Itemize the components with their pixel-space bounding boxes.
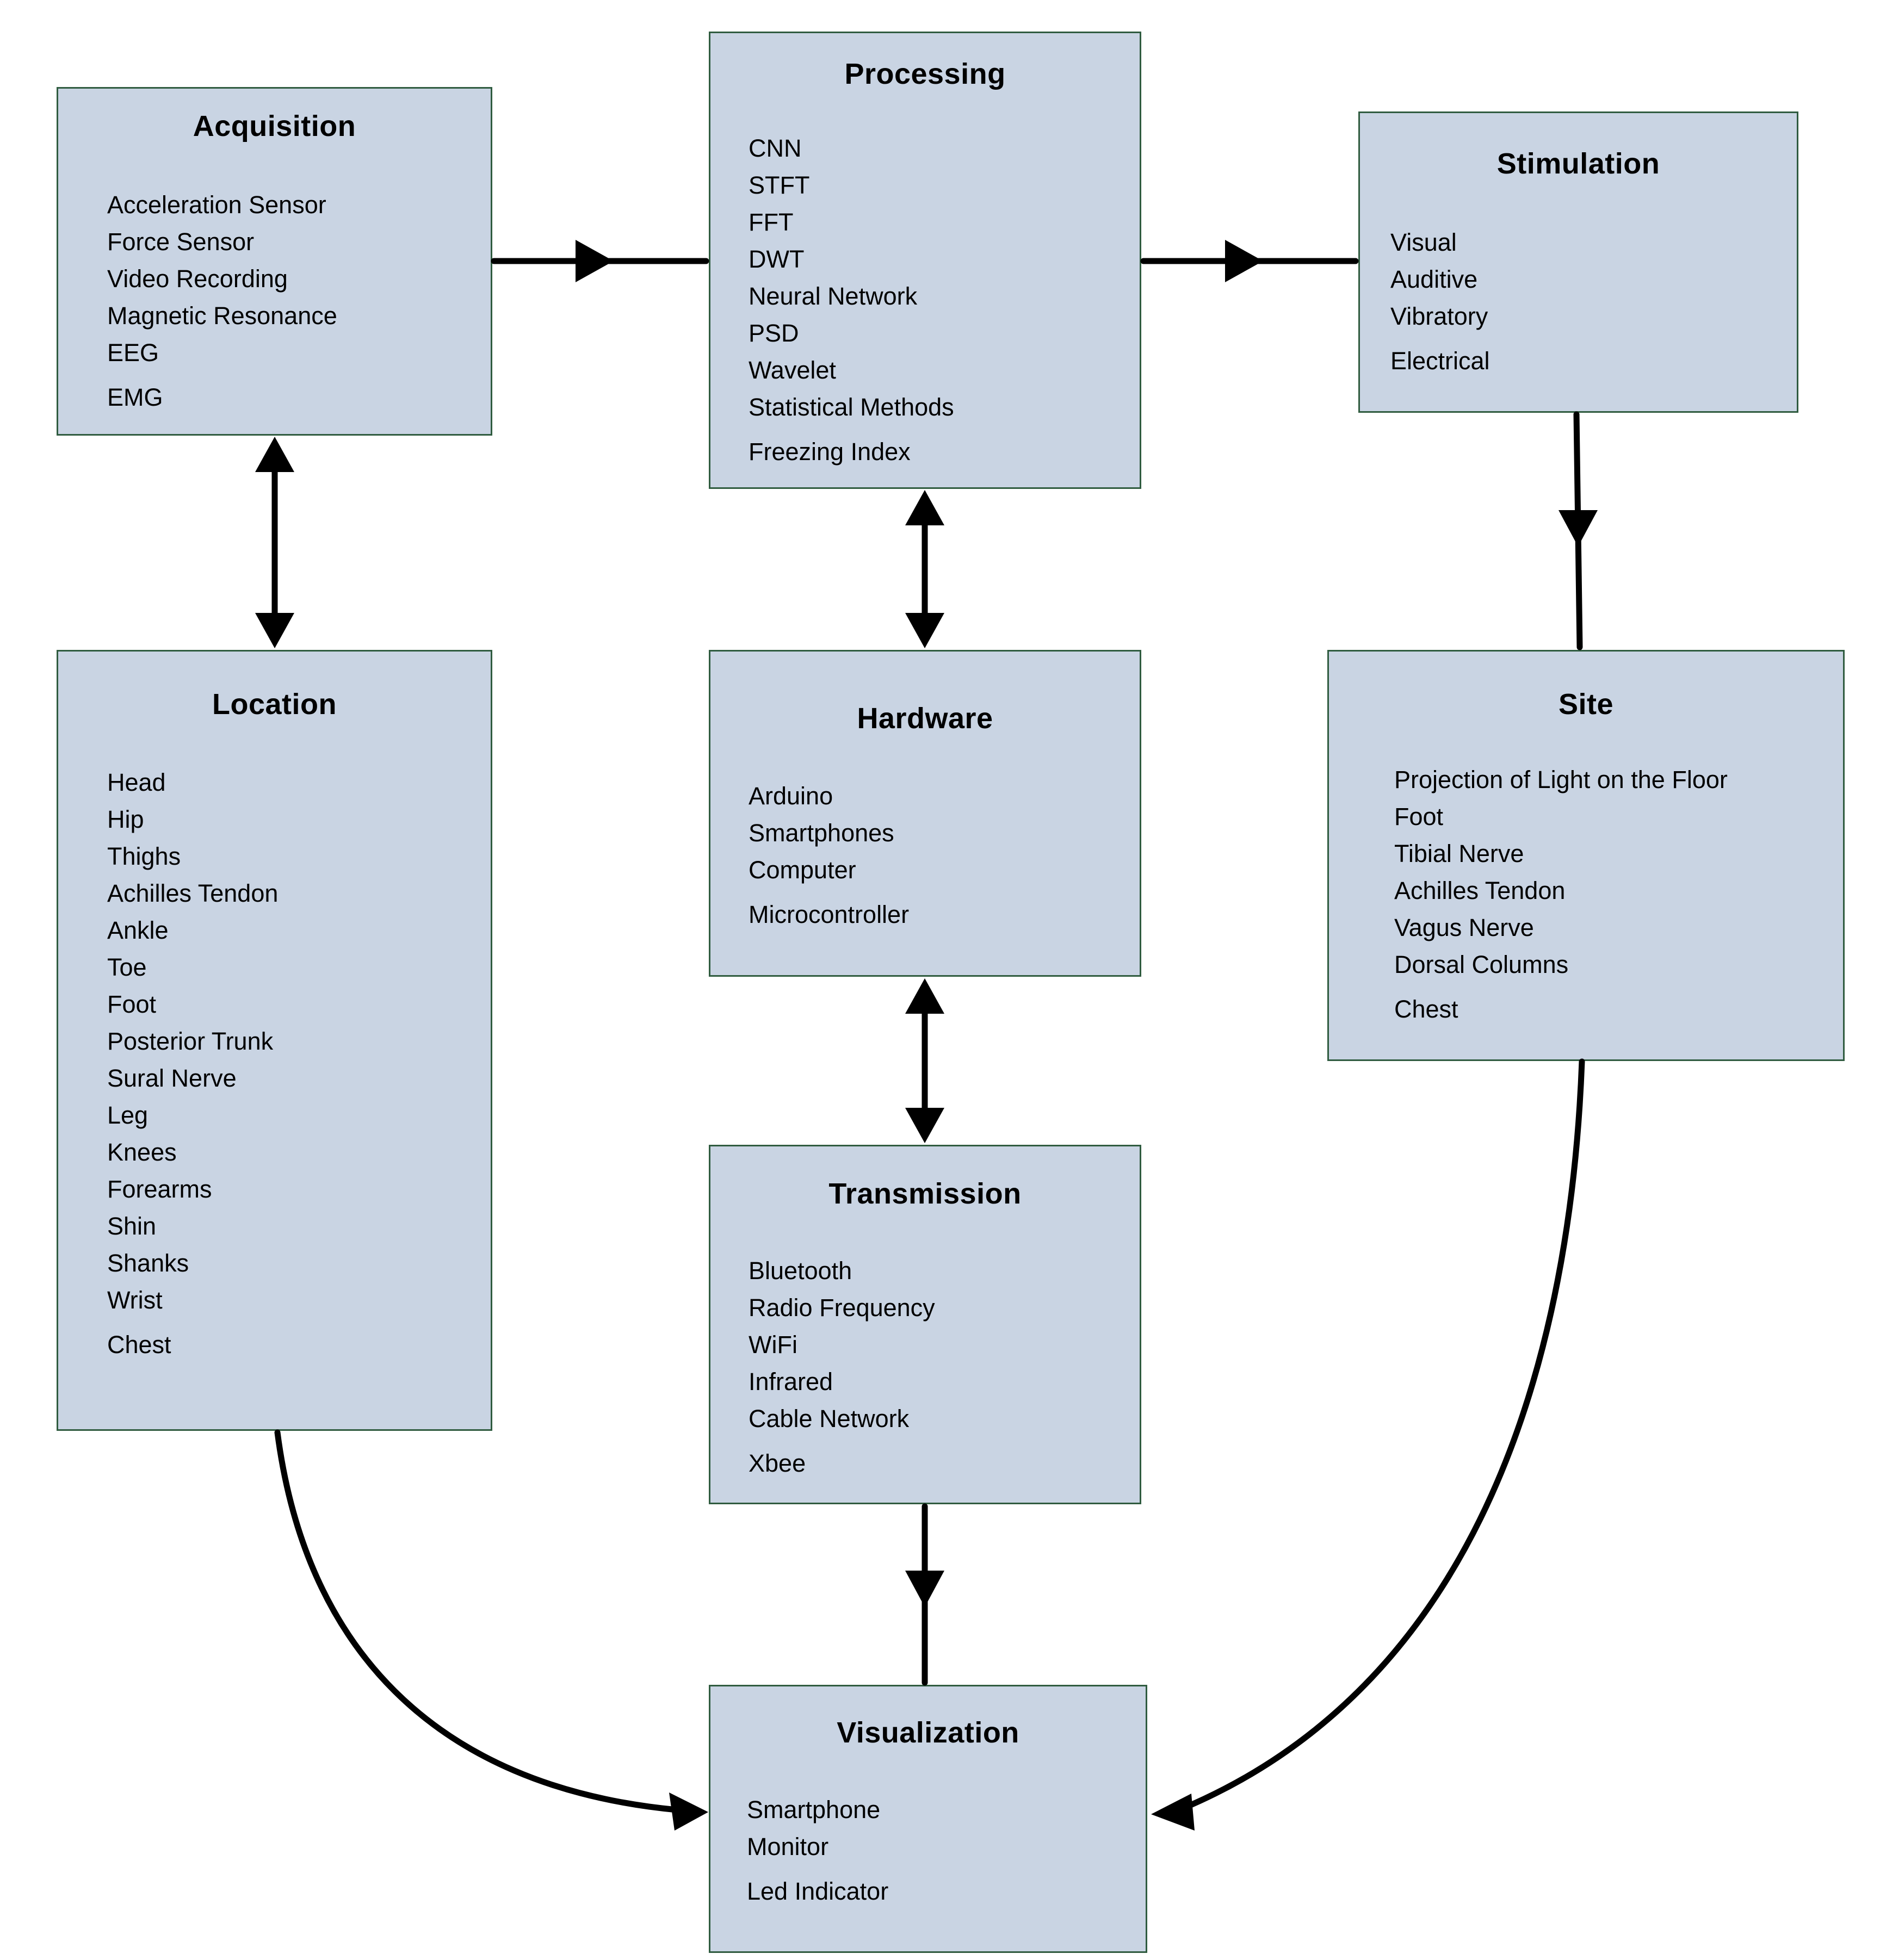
- list-item: Sural Nerve: [107, 1064, 237, 1092]
- list-item: Chest: [1394, 995, 1458, 1023]
- arrow-acquisition-location-twoway: [255, 437, 294, 648]
- list-item: Auditive: [1390, 265, 1478, 293]
- list-item: Projection of Light on the Floor: [1394, 766, 1728, 793]
- processing-title: Processing: [844, 58, 1006, 90]
- arrow-processing-hardware-twoway: [905, 490, 944, 648]
- site-title: Site: [1558, 688, 1614, 721]
- list-item: Electrical: [1390, 347, 1490, 375]
- list-item: Dorsal Columns: [1394, 951, 1569, 978]
- visualization-title: Visualization: [837, 1716, 1019, 1749]
- list-item: Foot: [1394, 803, 1444, 830]
- arrow-transmission-to-visualization: [905, 1503, 944, 1686]
- list-item: Infrared: [749, 1368, 833, 1395]
- list-item: Radio Frequency: [749, 1294, 935, 1322]
- list-item: Cable Network: [749, 1405, 910, 1432]
- list-item: Smartphones: [749, 819, 894, 847]
- list-item: Freezing Index: [749, 438, 911, 466]
- list-item: Force Sensor: [107, 228, 255, 256]
- list-item: STFT: [749, 171, 810, 199]
- transmission-title: Transmission: [828, 1177, 1022, 1210]
- list-item: Magnetic Resonance: [107, 302, 337, 330]
- list-item: WiFi: [749, 1331, 797, 1359]
- list-item: EEG: [107, 339, 159, 367]
- list-item: Knees: [107, 1138, 177, 1166]
- list-item: EMG: [107, 383, 163, 411]
- list-item: Computer: [749, 856, 856, 884]
- list-item: Led Indicator: [747, 1877, 889, 1905]
- stimulation-title: Stimulation: [1496, 147, 1660, 180]
- arrow-site-to-visualization-curve: [1151, 1058, 1585, 1831]
- arrow-hardware-transmission-twoway: [905, 978, 944, 1143]
- list-item: Shin: [107, 1212, 157, 1240]
- list-item: Chest: [107, 1331, 171, 1359]
- list-item: Vagus Nerve: [1394, 914, 1534, 941]
- list-item: Foot: [107, 990, 157, 1018]
- list-item: Achilles Tendon: [107, 879, 279, 907]
- list-item: Hip: [107, 805, 144, 833]
- list-item: Statistical Methods: [749, 393, 954, 421]
- list-item: Video Recording: [107, 265, 288, 293]
- location-title: Location: [212, 688, 337, 721]
- list-item: DWT: [749, 245, 805, 273]
- list-item: Monitor: [747, 1833, 829, 1860]
- list-item: Thighs: [107, 842, 181, 870]
- list-item: Microcontroller: [749, 901, 910, 928]
- list-item: Forearms: [107, 1175, 212, 1203]
- arrow-location-to-visualization-curve: [274, 1429, 708, 1831]
- list-item: Arduino: [749, 782, 833, 810]
- list-item: Smartphone: [747, 1796, 881, 1823]
- arrow-stimulation-to-site: [1559, 411, 1598, 650]
- list-item: Toe: [107, 953, 147, 981]
- list-item: CNN: [749, 134, 802, 162]
- list-item: Bluetooth: [749, 1257, 852, 1285]
- list-item: Head: [107, 768, 166, 796]
- list-item: Leg: [107, 1101, 149, 1129]
- list-item: Visual: [1390, 228, 1457, 256]
- list-item: Posterior Trunk: [107, 1027, 274, 1055]
- list-item: Xbee: [749, 1449, 806, 1477]
- list-item: Achilles Tendon: [1394, 877, 1566, 904]
- hardware-title: Hardware: [857, 702, 993, 735]
- list-item: Wrist: [107, 1286, 163, 1314]
- list-item: Ankle: [107, 916, 169, 944]
- arrow-acquisition-to-processing: [491, 240, 709, 282]
- arrow-processing-to-stimulation: [1140, 240, 1359, 282]
- list-item: Tibial Nerve: [1394, 840, 1524, 867]
- list-item: Shanks: [107, 1249, 189, 1277]
- list-item: Acceleration Sensor: [107, 191, 326, 219]
- list-item: Wavelet: [749, 356, 836, 384]
- list-item: PSD: [749, 319, 799, 347]
- list-item: FFT: [749, 208, 794, 236]
- list-item: Vibratory: [1390, 302, 1488, 330]
- acquisition-title: Acquisition: [193, 110, 356, 142]
- list-item: Neural Network: [749, 282, 918, 310]
